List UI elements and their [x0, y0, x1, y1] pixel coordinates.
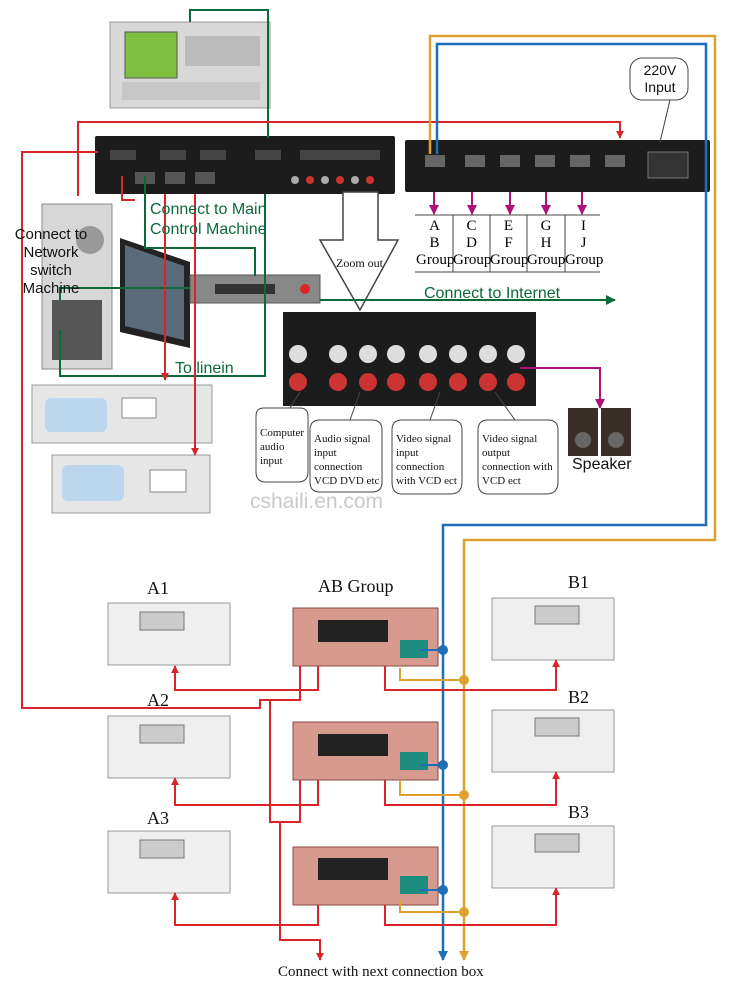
connect-internet-label: Connect to Internet	[424, 285, 561, 302]
connection-box-3	[292, 846, 439, 906]
zoom-out-label: Zoom out	[336, 256, 383, 270]
wall-panel-2	[51, 454, 211, 514]
network-switch	[189, 274, 321, 304]
connection-box-1	[292, 607, 439, 667]
terminal-b3	[491, 825, 615, 889]
group-output-arrows	[429, 192, 587, 215]
to-linein-label: To linein	[175, 360, 234, 377]
speaker	[568, 408, 631, 456]
group-labels-frame	[415, 214, 600, 273]
group-output-rack	[405, 140, 710, 192]
unit-label-a2: A2	[147, 690, 169, 710]
wall-panel-1	[31, 384, 213, 444]
callout-video-output	[477, 419, 559, 495]
callout-video-input	[391, 419, 463, 495]
callout-audio-input	[309, 419, 383, 493]
callout-video-input-text: Video signal input connection with VCD e…	[396, 433, 457, 487]
computer-tower	[41, 203, 113, 370]
callout-computer-audio	[255, 407, 309, 483]
main-rack-unit	[95, 136, 395, 194]
watermark: cshaili.en.com	[250, 490, 384, 513]
connection-box-2	[292, 721, 439, 781]
terminal-a1	[107, 602, 231, 666]
unit-label-ab-group: AB Group	[318, 576, 394, 596]
unit-label-b2: B2	[568, 687, 590, 707]
speaker-wire	[520, 367, 605, 409]
callout-video-output-text: Video signal output connection with VCD …	[482, 433, 553, 487]
unit-label-a1: A1	[147, 578, 169, 598]
speaker-label: Speaker	[572, 456, 632, 473]
red-wiring-top	[21, 121, 624, 709]
power-callout-box	[629, 57, 689, 101]
terminal-a3	[107, 830, 231, 894]
terminal-b1	[491, 597, 615, 661]
terminal-b2	[491, 709, 615, 773]
footer-label: Connect with next connection box	[278, 964, 484, 980]
zoom-out-arrow	[318, 191, 400, 312]
callout-computer-audio-text: Computer audio input	[260, 427, 304, 467]
main-control-machine	[109, 21, 271, 109]
orange-trunk	[428, 34, 717, 961]
terminal-a2	[107, 715, 231, 779]
unit-label-b3: B3	[568, 802, 590, 822]
power-input-label: 220V Input	[643, 62, 677, 95]
connect-switch-label: Connect to Network switch Machine	[14, 226, 88, 297]
red-wiring-bottom	[110, 659, 560, 961]
connect-main-label: Connect to Main Control Machine	[150, 201, 267, 238]
connector-panel-zoom	[283, 312, 536, 406]
callout-audio-input-text: Audio signal input connection VCD DVD et…	[314, 433, 380, 487]
unit-label-a3: A3	[147, 808, 169, 828]
monitor	[120, 238, 190, 348]
junction-dots	[438, 645, 469, 917]
unit-label-b1: B1	[568, 572, 590, 592]
blue-trunk	[435, 42, 708, 961]
